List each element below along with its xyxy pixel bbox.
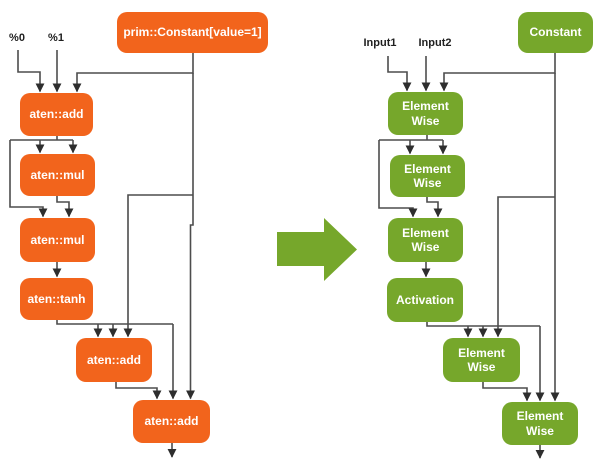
node-aten-add-3: aten::add xyxy=(133,400,210,443)
edge-constant-to-add1 xyxy=(72,53,194,93)
edge-constant-to-ew1 xyxy=(439,53,556,92)
node-aten-tanh: aten::tanh xyxy=(20,278,93,320)
input-label-input2: Input2 xyxy=(418,37,452,49)
edge-ew2-to-ew3 xyxy=(426,197,443,218)
node-aten-add-1: aten::add xyxy=(20,93,93,136)
node-aten-mul-1: aten::mul xyxy=(20,154,95,196)
edge-activation-out-bus xyxy=(426,322,540,327)
edge-tanh-out-bus xyxy=(56,320,173,325)
node-element-wise-3: Element Wise xyxy=(388,218,463,262)
node-aten-mul-2: aten::mul xyxy=(20,218,95,262)
edge-add1-to-mul2-bypass xyxy=(9,140,48,218)
edge-add2-to-add3 xyxy=(115,382,162,400)
node-constant: Constant xyxy=(518,12,593,53)
node-aten-add-2: aten::add xyxy=(76,338,152,382)
node-element-wise-4: Element Wise xyxy=(443,338,520,382)
edge-constant-to-ew4 xyxy=(493,196,555,338)
node-activation: Activation xyxy=(387,278,463,322)
node-prim-constant: prim::Constant[value=1] xyxy=(117,12,268,53)
input-label-pct1: %1 xyxy=(48,32,64,44)
edge-ew4-to-ew5 xyxy=(482,382,532,402)
node-element-wise-2: Element Wise xyxy=(390,155,465,197)
edge-constant-to-add2 xyxy=(123,194,193,338)
transform-right-arrow-icon xyxy=(277,218,357,281)
node-element-wise-5: Element Wise xyxy=(502,402,578,445)
edge-mul1-to-mul2 xyxy=(56,196,74,218)
input-label-pct0: %0 xyxy=(9,32,25,44)
edge-constant-to-add3 xyxy=(186,73,195,400)
input-label-input1: Input1 xyxy=(363,37,397,49)
edge-ew1-to-ew3-bypass xyxy=(378,140,418,218)
edge-input1-to-ew1 xyxy=(387,56,412,92)
node-element-wise-1: Element Wise xyxy=(388,92,463,135)
edge-pct0-to-add1 xyxy=(17,50,45,93)
